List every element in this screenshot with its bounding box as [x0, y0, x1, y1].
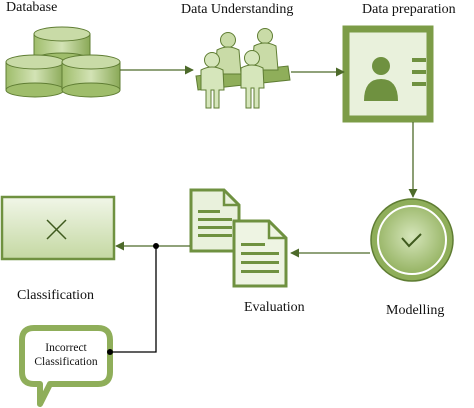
- classification-box: [0, 195, 116, 261]
- data-preparation-label: Data preparation: [362, 2, 456, 17]
- database-icon: [5, 26, 121, 98]
- modelling-label: Modelling: [386, 303, 445, 318]
- classification-label: Classification: [17, 288, 94, 303]
- connectors: [107, 65, 418, 355]
- connector-to-incorrect: [110, 246, 157, 353]
- evaluation-label: Evaluation: [244, 300, 305, 315]
- junction-dot-top: [153, 243, 159, 249]
- close-icon: [46, 219, 67, 240]
- data-understanding-label: Data Understanding: [181, 2, 294, 17]
- speech-bubble-icon: [19, 325, 113, 407]
- profile-card-icon: [342, 25, 434, 123]
- documents-icon: [189, 188, 288, 288]
- people-meeting-icon: [195, 28, 291, 109]
- junction-dot-bottom: [107, 349, 113, 355]
- incorrect-classification-text: Incorrect Classification: [25, 341, 107, 369]
- database-label: Database: [6, 0, 58, 15]
- incorrect-line-2: Classification: [34, 356, 98, 368]
- clock-icon: [370, 198, 454, 282]
- incorrect-line-1: Incorrect: [45, 342, 87, 354]
